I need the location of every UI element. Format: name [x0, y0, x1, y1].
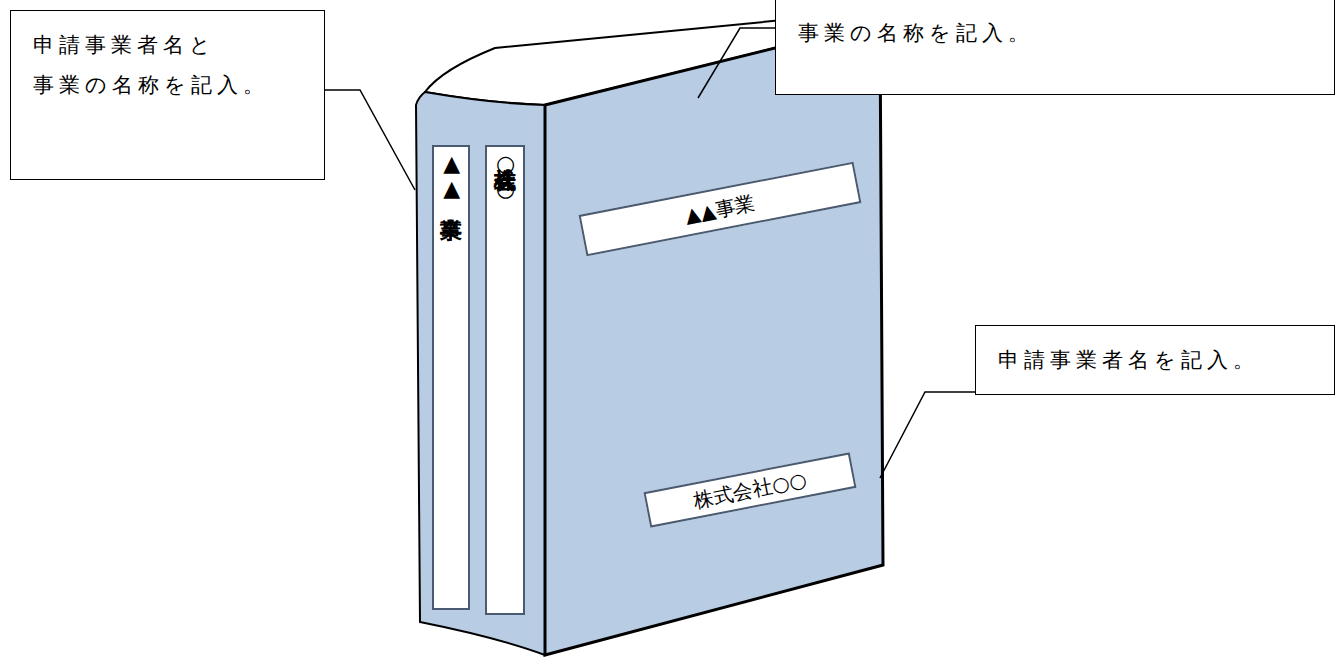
leader-line: [325, 90, 415, 190]
binder-spine: [416, 92, 545, 655]
callout-box: 申請事業者名を記入。: [975, 325, 1335, 395]
callout-box: 申請事業者名と 事業の名称を記入。: [10, 10, 325, 180]
leader-line: [880, 392, 975, 478]
label-text: 申請事業者名を記入。: [998, 348, 1259, 372]
label-text: ▲▲事業: [683, 189, 758, 229]
binder-cover: [545, 22, 883, 655]
label-text: 事業の名称を記入。: [798, 21, 1034, 45]
label-text: ▲▲事業: [439, 151, 463, 201]
leader-line: [698, 28, 775, 98]
label-text: 株式会社○○: [493, 151, 517, 201]
callout-box: 事業の名称を記入。: [775, 0, 1335, 95]
spine-label: 株式会社○○: [485, 145, 525, 615]
label-text: 申請事業者名と 事業の名称を記入。: [33, 33, 269, 97]
spine-label: ▲▲事業: [432, 145, 470, 610]
